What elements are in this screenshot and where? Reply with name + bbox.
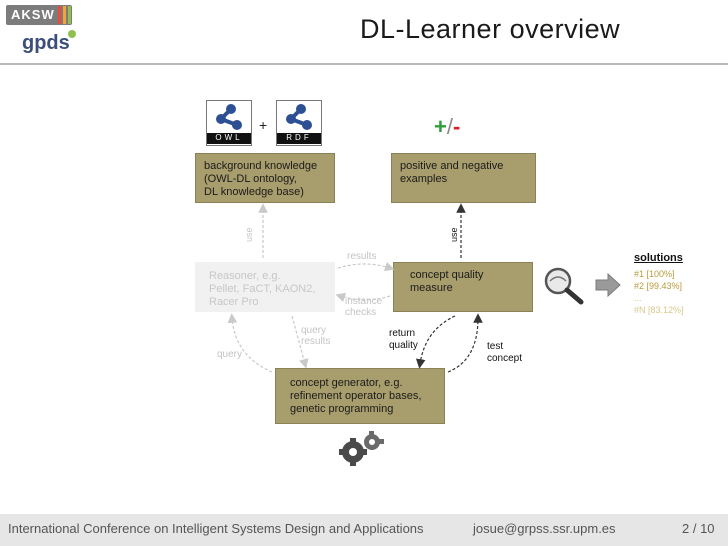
generator-line-1: concept generator, e.g. bbox=[290, 377, 403, 389]
test-concept-line-2: concept bbox=[487, 353, 523, 364]
slash-symbol: / bbox=[446, 114, 453, 139]
examples-line-2: examples bbox=[400, 173, 448, 185]
background-line-1: background knowledge bbox=[204, 160, 318, 172]
reasoner-line-1: Reasoner, e.g. bbox=[209, 270, 281, 282]
solutions-list: #1 [100%] #2 [99.43%] ... #N [83.12%] bbox=[634, 268, 684, 316]
background-knowledge-box: background knowledge (OWL-DL ontology, D… bbox=[195, 153, 335, 203]
plus-sign: + bbox=[259, 117, 268, 133]
magnifier-icon bbox=[544, 267, 584, 305]
generator-line-3: genetic programming bbox=[290, 403, 394, 415]
gpds-logo-text: gpds bbox=[22, 32, 70, 54]
akws-logo: AKSW bbox=[6, 5, 72, 25]
quality-measure-box: concept quality measure bbox=[393, 262, 533, 312]
use-label-left: use bbox=[244, 227, 254, 242]
footer-bar bbox=[0, 514, 728, 546]
return-quality-line-2: quality bbox=[389, 340, 418, 351]
solution-item-1: #1 [100%] bbox=[634, 269, 675, 279]
page-number: 2 / 10 bbox=[682, 521, 715, 536]
instance-checks-label: instance checks bbox=[345, 296, 382, 318]
concept-generator-box: concept generator, e.g. refinement opera… bbox=[275, 368, 445, 424]
plus-symbol: + bbox=[434, 114, 447, 139]
gears-icon bbox=[339, 431, 384, 466]
footer-conference: International Conference on Intelligent … bbox=[8, 521, 424, 536]
owl-icon: OWL bbox=[206, 100, 252, 146]
quality-line-2: measure bbox=[410, 282, 453, 294]
results-label: results bbox=[347, 251, 377, 262]
query-results-line-2: results bbox=[301, 336, 331, 347]
query-label: query bbox=[217, 349, 243, 360]
examples-line-1: positive and negative bbox=[400, 160, 504, 172]
akws-logo-text: AKSW bbox=[11, 7, 55, 22]
reasoner-box: Reasoner, e.g. Pellet, FaCT, KAON2, Race… bbox=[195, 262, 335, 312]
plus-minus-sign: +/- bbox=[434, 114, 460, 140]
use-label-right: use bbox=[449, 227, 459, 242]
background-line-2: (OWL-DL ontology, bbox=[204, 173, 297, 185]
query-results-label: query results bbox=[301, 325, 330, 347]
minus-symbol: - bbox=[452, 114, 461, 139]
footer-email: josue@grpss.ssr.upm.es bbox=[473, 521, 616, 536]
rdf-icon: RDF bbox=[276, 100, 322, 146]
solutions-title: solutions bbox=[634, 252, 683, 264]
generator-line-2: refinement operator bases, bbox=[290, 390, 422, 402]
reasoner-line-2: Pellet, FaCT, KAON2, bbox=[209, 283, 316, 295]
reasoner-line-3: Racer Pro bbox=[209, 296, 259, 308]
instance-checks-line-2: checks bbox=[345, 307, 377, 318]
owl-label: OWL bbox=[207, 133, 251, 144]
background-line-3: DL knowledge base) bbox=[204, 186, 304, 198]
slide-title: DL-Learner overview bbox=[360, 14, 621, 44]
return-quality-label: return quality bbox=[389, 328, 418, 352]
gpds-logo: gpds bbox=[20, 30, 76, 62]
title-divider bbox=[0, 63, 728, 65]
solution-item-2: #2 [99.43%] bbox=[634, 281, 683, 291]
solution-item-ellipsis: ... bbox=[634, 293, 642, 303]
query-results-line-1: query bbox=[301, 325, 327, 336]
test-concept-line-1: test bbox=[487, 341, 504, 352]
solution-item-n: #N [83.12%] bbox=[634, 305, 684, 315]
return-quality-line-1: return bbox=[389, 328, 416, 339]
right-arrow-icon bbox=[595, 273, 621, 297]
test-concept-label: test concept bbox=[487, 341, 522, 365]
examples-box: positive and negative examples bbox=[391, 153, 536, 203]
rdf-label: RDF bbox=[277, 133, 321, 144]
quality-line-1: concept quality bbox=[410, 269, 484, 281]
instance-checks-line-1: instance bbox=[345, 296, 383, 307]
